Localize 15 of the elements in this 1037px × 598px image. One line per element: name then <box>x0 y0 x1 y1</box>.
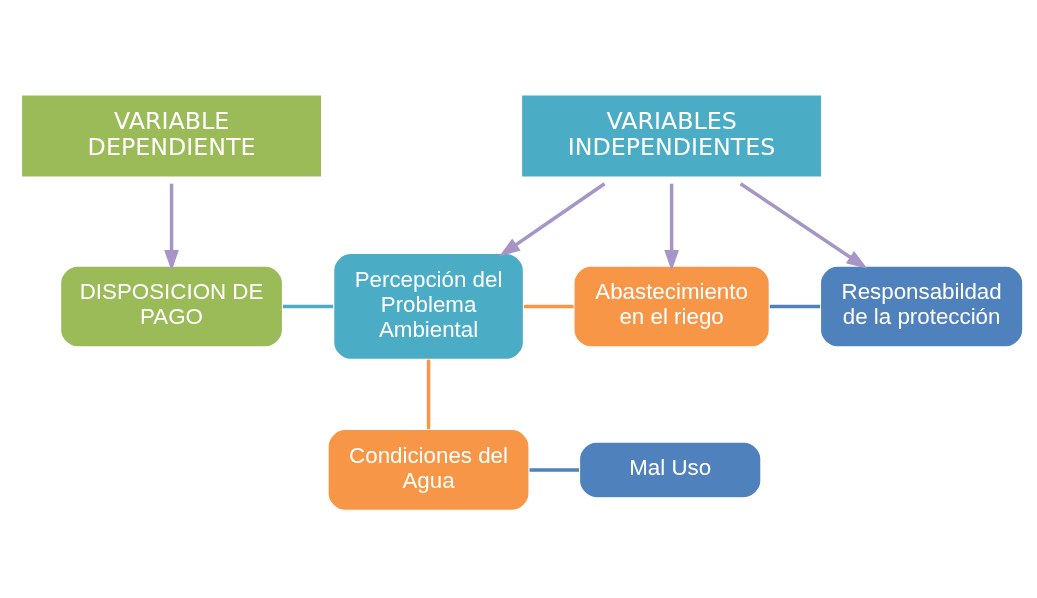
connector <box>282 304 333 308</box>
connector <box>426 359 430 429</box>
node-box: Responsabildad de la protección <box>819 264 1024 348</box>
node-box: Percepción del Problema Ambiental <box>332 252 524 360</box>
arrow <box>498 181 606 256</box>
node-box: Abastecimiento en el riego <box>572 264 770 348</box>
connector <box>769 304 820 308</box>
node-box: Condiciones del Agua <box>326 428 530 511</box>
arrow <box>739 181 867 269</box>
arrow <box>163 183 179 271</box>
connector <box>523 304 574 308</box>
node-box: Mal Uso <box>578 440 762 499</box>
arrow <box>663 183 679 271</box>
node-box: DISPOSICION DE PAGO <box>59 264 283 348</box>
connector <box>529 467 579 472</box>
